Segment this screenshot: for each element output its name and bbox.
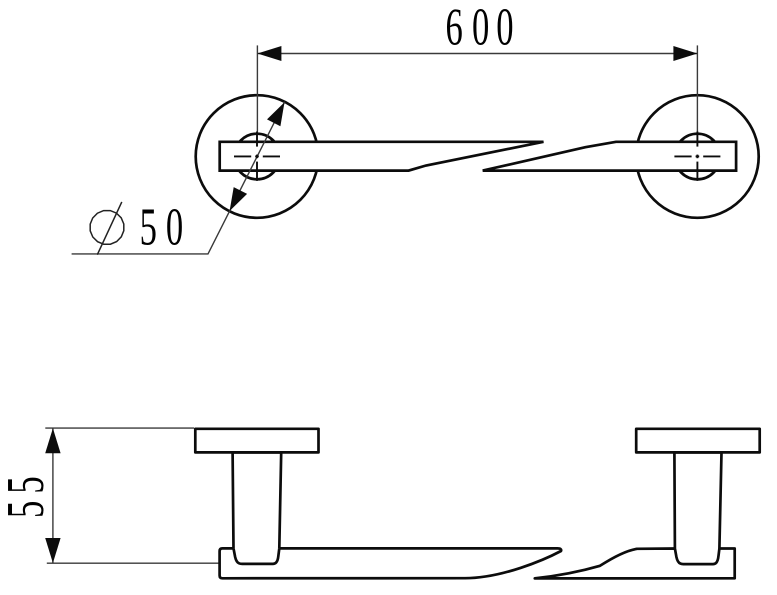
- svg-text:5: 5: [0, 476, 55, 493]
- svg-text:0: 0: [166, 197, 183, 256]
- svg-text:0: 0: [496, 0, 513, 56]
- svg-text:6: 6: [445, 0, 462, 56]
- svg-text:0: 0: [472, 0, 489, 56]
- svg-text:5: 5: [0, 501, 55, 518]
- svg-text:5: 5: [140, 197, 157, 256]
